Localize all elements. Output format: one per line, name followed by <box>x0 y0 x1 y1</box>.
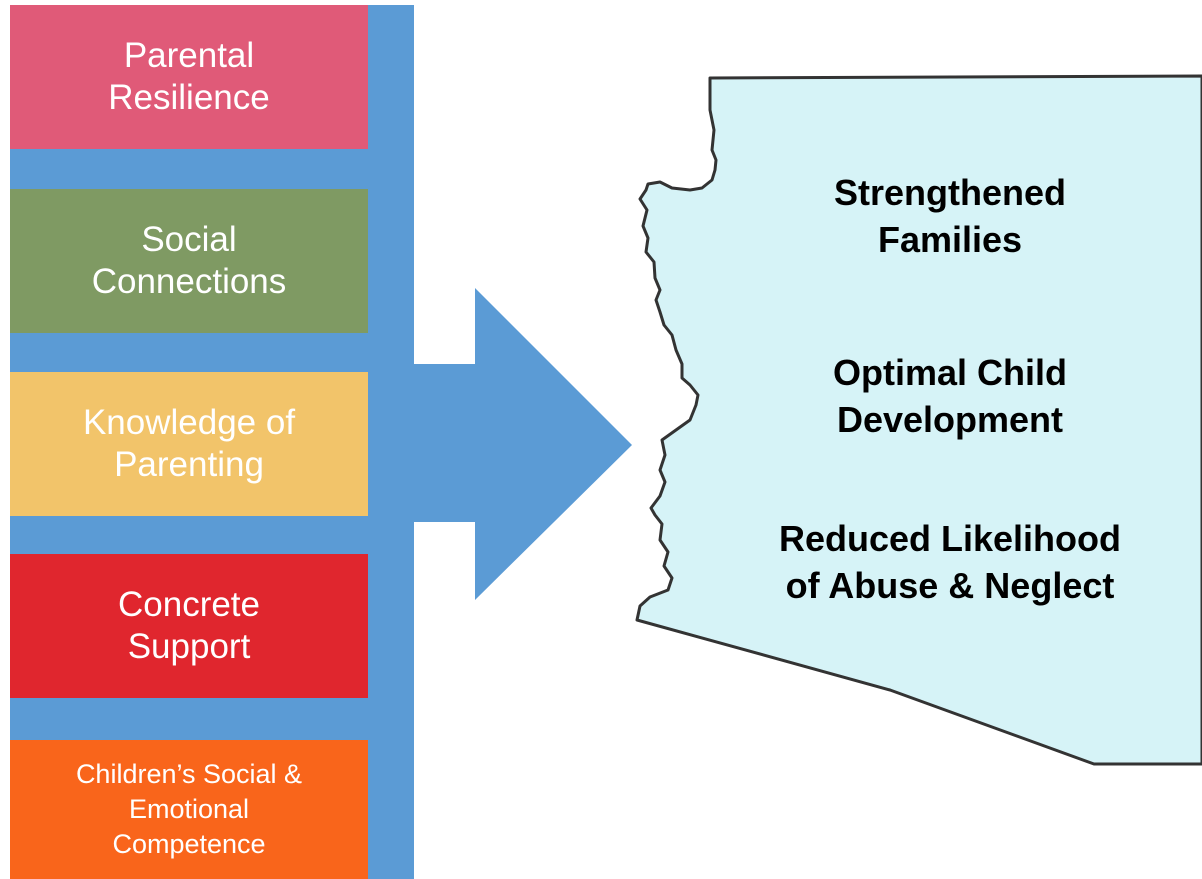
factor-label-line: Social <box>141 220 237 259</box>
outcome-label-line: Optimal Child <box>833 352 1067 393</box>
factor-label-line: Connections <box>91 262 287 301</box>
factor-label-line: Children’s Social & <box>75 758 303 789</box>
outcome-label-line: Reduced Likelihood <box>778 518 1122 559</box>
factor-label-line: Parental <box>123 36 255 75</box>
arizona-state-shape <box>635 74 1202 766</box>
outcome-label-line: Development <box>836 398 1064 440</box>
right-arrow-icon <box>414 288 632 600</box>
outcome-label-line: Strengthened <box>833 172 1066 213</box>
factor-knowledge-of-parenting: Knowledge of Parenting <box>10 372 368 516</box>
factor-parental-resilience: Parental Resilience <box>10 5 368 149</box>
outcome-label-line: of Abuse & Neglect <box>785 564 1115 606</box>
outcome-label-line: Families <box>877 218 1023 260</box>
factor-label-line: Emotional <box>128 793 250 824</box>
factor-label-line: Resilience <box>108 78 270 117</box>
factor-social-connections: Social Connections <box>10 189 368 333</box>
factor-label-line: Support <box>127 627 251 666</box>
outcome-reduced-likelihood: Reduced Likelihood of Abuse & Neglect <box>740 516 1160 610</box>
factor-label-line: Concrete <box>117 585 261 624</box>
outcome-optimal-child-development: Optimal Child Development <box>740 350 1160 444</box>
factor-concrete-support: Concrete Support <box>10 554 368 698</box>
factor-label-line: Parenting <box>114 445 264 484</box>
factor-label-line: Competence <box>112 829 266 860</box>
factor-label-line: Knowledge of <box>82 403 296 442</box>
outcome-strengthened-families: Strengthened Families <box>740 170 1160 264</box>
factor-childrens-competence: Children’s Social & Emotional Competence <box>10 740 368 879</box>
